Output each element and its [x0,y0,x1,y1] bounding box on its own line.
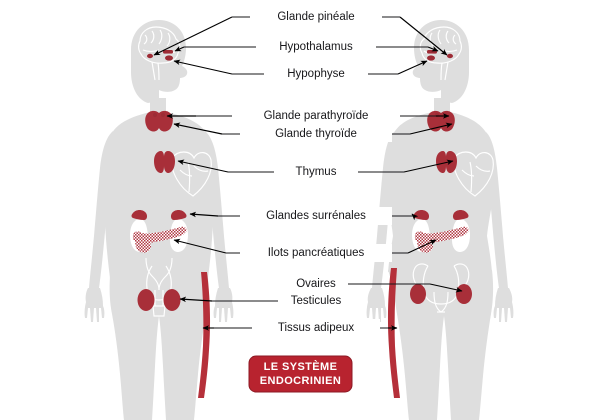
male-thymus-gland [154,151,175,173]
title-badge-line2: ENDOCRINIEN [260,375,341,387]
arrow-thyroide-right [409,122,453,135]
male-brain-outline [138,26,181,81]
male-testicle-right [163,289,181,311]
male-heart-outline [171,151,212,197]
female-heart-outline [453,151,494,197]
label-ilots-pancreatiques: Ilots pancréatiques [268,247,365,259]
label-ovaires: Ovaires [296,278,336,290]
label-bg [240,207,392,225]
male-pancreas [132,226,187,253]
male-adrenal-gland-left [131,210,148,220]
label-hypothalamus: Hypothalamus [279,41,353,53]
female-hand-right [493,288,514,322]
label-thymus: Thymus [296,166,337,178]
label-glande-pineale: Glande pinéale [277,11,354,23]
label-hypophyse: Hypophyse [287,68,345,80]
arrow-hypothalamus-left [174,46,185,52]
female-legs [388,270,494,420]
arrow-pineale-left [153,16,233,56]
female-pancreas [414,226,469,253]
title-badge-background [248,355,353,393]
label-bg [232,107,400,124]
female-brain-outline [419,26,462,81]
female-adrenal-gland-right [452,210,469,220]
male-parathyroid-gland [160,112,166,118]
title-badge-line1: LE SYSTÈME [264,360,338,373]
female-hand-left [366,288,387,322]
arrow-ovaires [429,283,463,293]
label-testicules: Testicules [291,295,342,307]
male-adipose-tissue [198,272,211,398]
arrow-pineale-right [399,16,448,56]
female-pineal-gland [447,53,453,59]
arrow-pancreatiques-left [173,238,227,254]
female-head [412,20,469,103]
female-bust-contour [466,158,489,178]
label-bg [240,125,392,142]
male-pituitary-gland [165,55,173,61]
label-glande-thyroide: Glande thyroïde [275,128,357,140]
female-adipose-tissue [387,268,400,398]
arrow-surrenales-right [411,213,419,221]
label-bg [256,38,376,56]
arrow-testicules [179,296,213,303]
label-bg [278,292,356,310]
female-arm-right [486,132,508,288]
male-urinary-outline [145,257,173,317]
label-glande-parathyroide: Glande parathyroïde [264,110,369,122]
arrow-pancreatiques-right [407,239,437,254]
male-testicle-left [137,289,155,311]
label-bg [252,319,380,337]
female-ovary-left [410,284,426,304]
label-bg [286,275,348,293]
arrow-hypothalamus-right [427,46,439,52]
male-pineal-gland [147,53,153,59]
arrow-thymus-right [403,159,454,173]
label-bg [250,8,382,26]
label-glandes-surrenales: Glandes surrénales [266,210,366,222]
arrow-thyroide-left [173,122,223,135]
male-arm-left [89,131,113,288]
male-hand-right [213,288,234,322]
male-figure [84,20,234,420]
label-bg [240,244,392,262]
male-adrenal-gland-right [170,210,187,220]
male-legs [109,276,209,420]
female-bust-contour [391,158,414,178]
male-parathyroid-gland [152,112,158,118]
arrow-thymus-left [177,159,229,173]
female-pituitary-gland [427,55,435,61]
label-tissus-adipeux: Tissus adipeux [278,322,355,334]
male-hypothalamus [163,50,173,54]
arrow-surrenales-left [189,211,219,218]
arrow-hypophyse-left [173,59,233,75]
male-thyroid-gland [145,110,173,132]
label-bg [264,65,368,83]
arrow-hypophyse-right [397,60,428,75]
male-head [131,20,188,103]
male-hand-left [84,288,105,322]
label-bg [274,163,358,181]
